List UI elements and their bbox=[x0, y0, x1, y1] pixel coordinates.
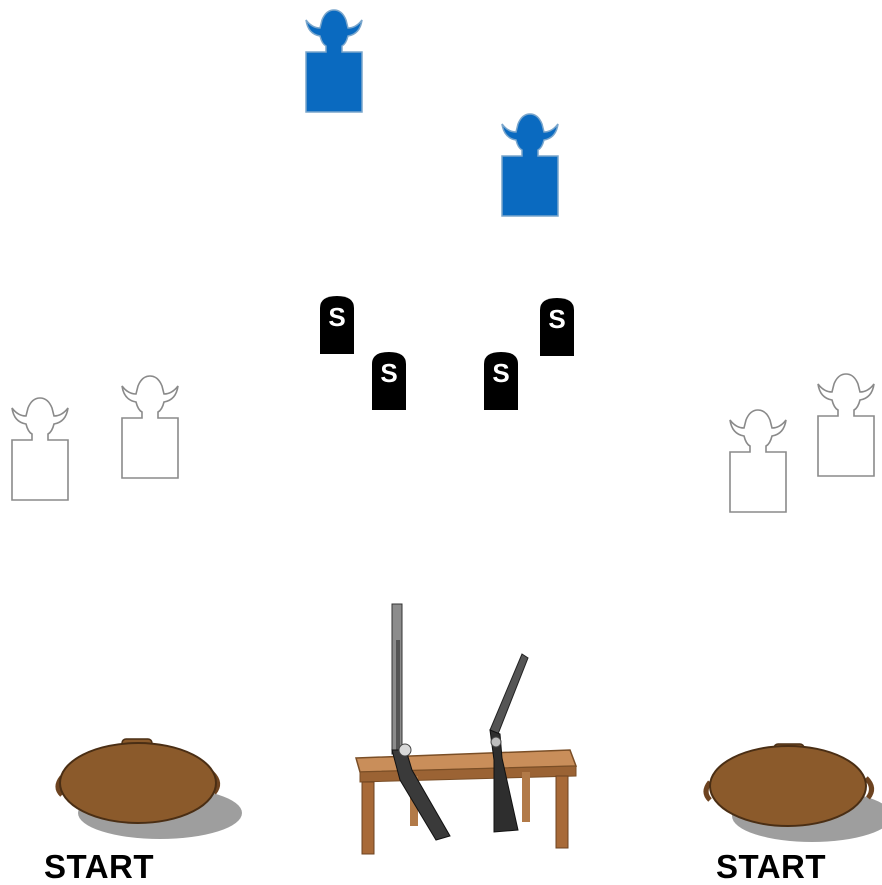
start-label-left: START bbox=[44, 848, 155, 885]
cowboy-target-icon bbox=[729, 409, 787, 513]
stool-icon bbox=[703, 743, 882, 842]
shotgun-target-1: S bbox=[318, 294, 356, 354]
tombstone-icon bbox=[484, 352, 518, 410]
start-position-right bbox=[700, 740, 882, 850]
shotgun-target-3: S bbox=[482, 350, 520, 410]
tombstone-icon bbox=[540, 298, 574, 356]
no-shoot-target-2 bbox=[114, 366, 186, 506]
stool-icon bbox=[55, 738, 242, 839]
gun-table bbox=[350, 600, 590, 860]
table-icon bbox=[355, 603, 578, 855]
shotgun-icon bbox=[489, 653, 529, 833]
cowboy-target-icon bbox=[817, 373, 875, 477]
shotgun-target-4: S bbox=[538, 296, 576, 356]
start-position-left bbox=[46, 735, 242, 845]
no-shoot-target-4 bbox=[810, 364, 882, 504]
no-shoot-target-1 bbox=[4, 388, 76, 528]
no-shoot-target-3 bbox=[722, 400, 794, 540]
cowboy-target-icon bbox=[501, 113, 559, 217]
tombstone-icon bbox=[372, 352, 406, 410]
shoot-target-2 bbox=[494, 104, 566, 244]
shotgun-target-2: S bbox=[370, 350, 408, 410]
cowboy-target-icon bbox=[121, 375, 179, 479]
cowboy-target-icon bbox=[305, 9, 363, 113]
start-label-right: START bbox=[716, 848, 827, 885]
cowboy-target-icon bbox=[11, 397, 69, 501]
rifle-icon bbox=[391, 603, 451, 841]
shoot-target-1 bbox=[298, 0, 370, 140]
tombstone-icon bbox=[320, 296, 354, 354]
